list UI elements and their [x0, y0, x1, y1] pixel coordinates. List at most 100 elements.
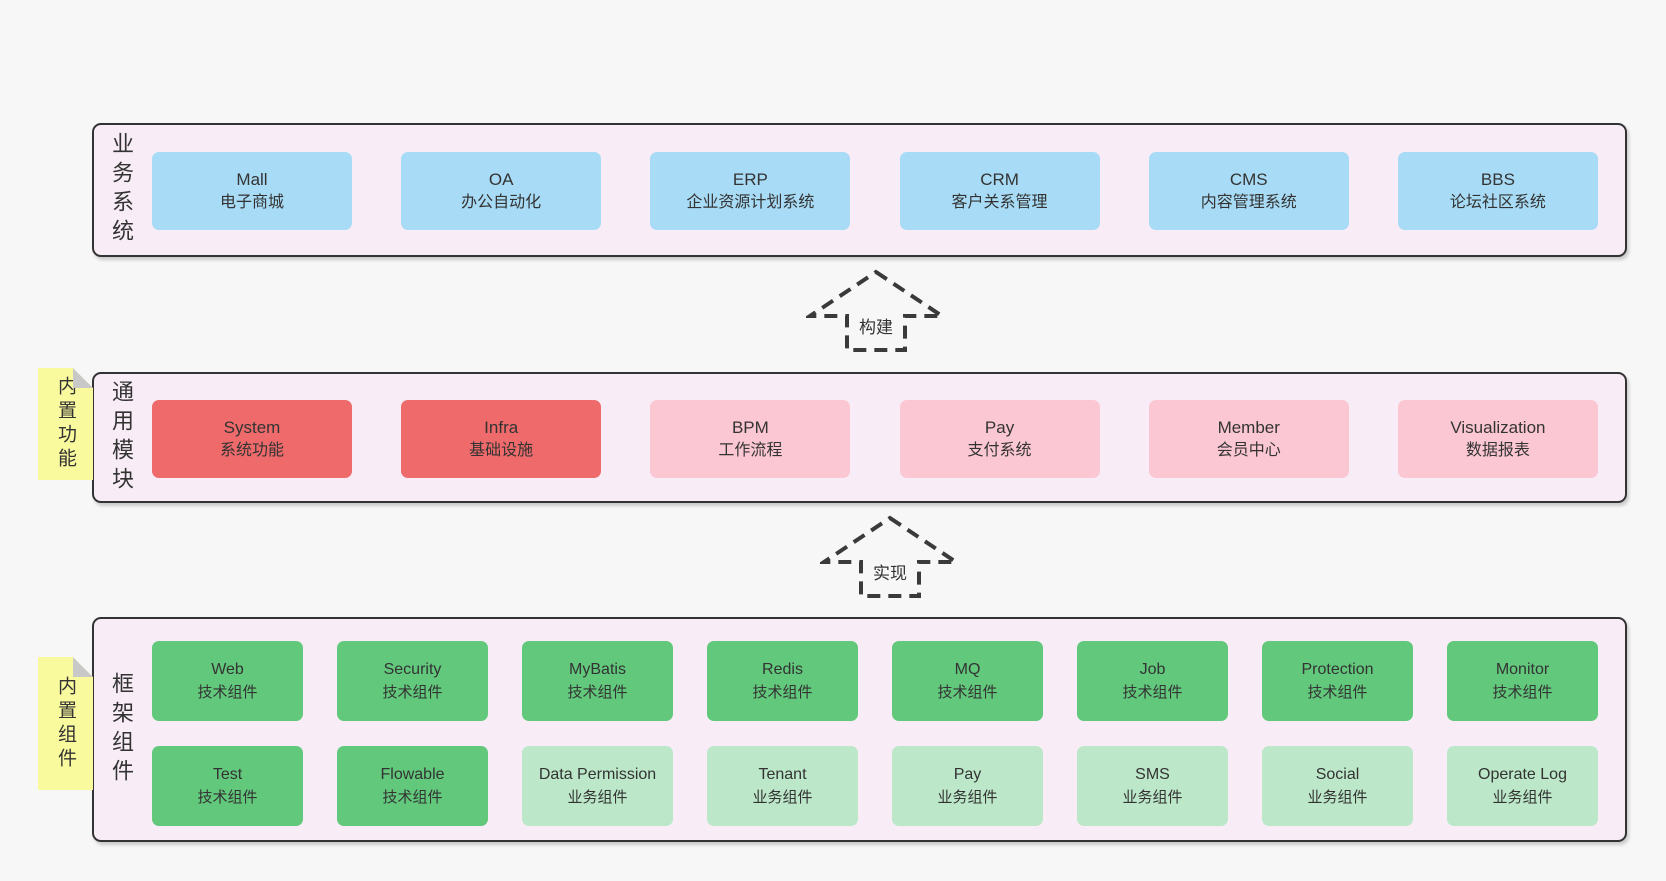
box-test-name: Test — [212, 765, 243, 783]
sticky-builtin-features-label: 内置功能 — [55, 376, 76, 472]
box-tenant-desc: 业务组件 — [752, 788, 813, 806]
box-oa-name: OA — [488, 169, 514, 189]
box-pay-component-name: Pay — [953, 765, 982, 783]
box-data-permission-name: Data Permission — [538, 765, 657, 783]
box-bpm-desc: 工作流程 — [718, 441, 783, 459]
box-tenant-name: Tenant — [758, 765, 807, 783]
box-mybatis-desc: 技术组件 — [567, 683, 628, 701]
box-sms-desc: 业务组件 — [1122, 788, 1183, 806]
build-arrow-label: 构建 — [856, 312, 896, 339]
box-flowable-desc: 技术组件 — [382, 788, 443, 806]
box-monitor-name: Monitor — [1495, 660, 1550, 678]
box-flowable-name: Flowable — [380, 765, 445, 783]
box-erp: ERP 企业资源计划系统 — [650, 152, 851, 230]
box-mq: MQ 技术组件 — [892, 641, 1043, 721]
box-visualization-desc: 数据报表 — [1465, 441, 1530, 459]
box-tenant: Tenant 业务组件 — [707, 746, 858, 826]
dashed-up-arrow-icon — [820, 515, 960, 598]
box-job-desc: 技术组件 — [1122, 683, 1183, 701]
box-member-desc: 会员中心 — [1216, 441, 1281, 459]
box-redis-name: Redis — [762, 660, 803, 678]
business-systems-row: Mall 电子商城 OA 办公自动化 ERP 企业资源计划系统 CRM 客户关系… — [152, 152, 1598, 230]
framework-components-row2: Test 技术组件 Flowable 技术组件 Data Permission … — [152, 746, 1598, 826]
box-mall-name: Mall — [236, 169, 268, 189]
box-redis-desc: 技术组件 — [752, 683, 813, 701]
box-sms-name: SMS — [1135, 765, 1170, 783]
box-visualization: Visualization 数据报表 — [1397, 400, 1598, 478]
box-protection-name: Protection — [1301, 660, 1374, 678]
box-system-desc: 系统功能 — [219, 441, 284, 459]
box-pay-module-desc: 支付系统 — [967, 441, 1032, 459]
box-visualization-name: Visualization — [1450, 417, 1546, 437]
box-web-desc: 技术组件 — [197, 683, 258, 701]
box-operate-log-name: Operate Log — [1478, 765, 1567, 783]
box-mall-desc: 电子商城 — [219, 193, 284, 211]
sticky-builtin-features: 内置功能 — [38, 368, 93, 480]
box-pay-module-name: Pay — [984, 417, 1015, 437]
framework-components-row1: Web 技术组件 Security 技术组件 MyBatis 技术组件 Redi… — [152, 641, 1598, 721]
box-bpm-name: BPM — [731, 417, 769, 437]
box-security-name: Security — [383, 660, 442, 678]
box-pay-module: Pay 支付系统 — [899, 400, 1100, 478]
box-operate-log: Operate Log 业务组件 — [1447, 746, 1598, 826]
box-web-name: Web — [211, 660, 244, 678]
box-cms-name: CMS — [1229, 169, 1268, 189]
box-member-name: Member — [1217, 417, 1280, 437]
box-pay-component: Pay 业务组件 — [892, 746, 1043, 826]
box-crm: CRM 客户关系管理 — [899, 152, 1100, 230]
framework-components-layer: 框架组件 Web 技术组件 Security 技术组件 MyBatis 技术组件… — [92, 617, 1627, 842]
box-infra-name: Infra — [484, 417, 519, 437]
box-social-name: Social — [1315, 765, 1360, 783]
box-mall: Mall 电子商城 — [152, 152, 352, 230]
box-job: Job 技术组件 — [1077, 641, 1228, 721]
box-web: Web 技术组件 — [152, 641, 303, 721]
implement-arrow-label: 实现 — [870, 558, 910, 585]
box-system-name: System — [223, 417, 281, 437]
common-modules-label: 通用模块 — [109, 379, 134, 496]
box-job-name: Job — [1139, 660, 1166, 678]
box-security: Security 技术组件 — [337, 641, 488, 721]
box-bbs: BBS 论坛社区系统 — [1397, 152, 1598, 230]
box-pay-component-desc: 业务组件 — [937, 788, 998, 806]
dashed-up-arrow-icon — [806, 269, 946, 352]
folded-corner-icon — [73, 657, 93, 677]
box-mybatis-name: MyBatis — [569, 660, 626, 678]
implement-arrow: 实现 — [820, 514, 960, 600]
box-monitor-desc: 技术组件 — [1492, 683, 1553, 701]
box-data-permission: Data Permission 业务组件 — [522, 746, 673, 826]
box-data-permission-desc: 业务组件 — [567, 788, 628, 806]
box-security-desc: 技术组件 — [382, 683, 443, 701]
folded-corner-icon — [73, 368, 93, 388]
box-erp-desc: 企业资源计划系统 — [686, 193, 815, 211]
box-infra-desc: 基础设施 — [469, 441, 534, 459]
box-operate-log-desc: 业务组件 — [1492, 788, 1553, 806]
box-infra: Infra 基础设施 — [401, 400, 602, 478]
box-bpm: BPM 工作流程 — [650, 400, 851, 478]
box-crm-desc: 客户关系管理 — [951, 193, 1048, 211]
box-protection: Protection 技术组件 — [1262, 641, 1413, 721]
box-member: Member 会员中心 — [1148, 400, 1349, 478]
business-systems-label: 业务系统 — [109, 132, 134, 248]
box-cms: CMS 内容管理系统 — [1148, 152, 1349, 230]
box-redis: Redis 技术组件 — [707, 641, 858, 721]
box-monitor: Monitor 技术组件 — [1447, 641, 1598, 721]
box-oa-desc: 办公自动化 — [461, 193, 542, 211]
common-modules-layer: 通用模块 System 系统功能 Infra 基础设施 BPM 工作流程 Pay… — [92, 372, 1627, 503]
box-social: Social 业务组件 — [1262, 746, 1413, 826]
business-systems-layer: 业务系统 Mall 电子商城 OA 办公自动化 ERP 企业资源计划系统 CRM… — [92, 123, 1627, 257]
build-arrow: 构建 — [806, 268, 946, 354]
box-crm-name: CRM — [980, 169, 1019, 189]
box-mq-name: MQ — [954, 660, 981, 678]
box-protection-desc: 技术组件 — [1307, 683, 1368, 701]
framework-components-label: 框架组件 — [109, 671, 134, 788]
box-mybatis: MyBatis 技术组件 — [522, 641, 673, 721]
box-erp-name: ERP — [732, 169, 768, 189]
box-oa: OA 办公自动化 — [401, 152, 602, 230]
box-flowable: Flowable 技术组件 — [337, 746, 488, 826]
box-cms-desc: 内容管理系统 — [1200, 193, 1297, 211]
box-bbs-name: BBS — [1480, 169, 1515, 189]
box-test: Test 技术组件 — [152, 746, 303, 826]
sticky-builtin-components: 内置组件 — [38, 657, 93, 790]
box-bbs-desc: 论坛社区系统 — [1449, 193, 1546, 211]
